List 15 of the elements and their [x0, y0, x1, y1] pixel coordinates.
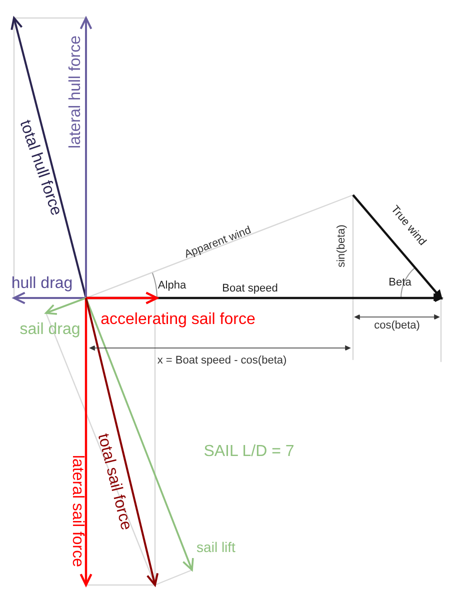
angle-label: Beta: [388, 278, 412, 288]
dimension-label: sin(beta): [336, 224, 348, 268]
ratio-label: SAIL L/D = 7: [204, 444, 294, 460]
force-label: lateral hull force: [68, 36, 84, 148]
dimension-label: cos(beta): [374, 320, 420, 332]
force-label: accelerating sail force: [100, 312, 256, 328]
force-label: total sail force: [94, 432, 134, 532]
force-label: sail lift: [196, 540, 236, 554]
force-label: sail drag: [20, 322, 80, 338]
force-label: hull drag: [11, 276, 73, 292]
vector-label: Boat speed: [222, 284, 278, 294]
force-label: lateral sail force: [69, 454, 85, 568]
angle-label: Alpha: [158, 280, 186, 292]
force-label: total hull force: [16, 118, 64, 218]
dimension-label: x = Boat speed - cos(beta): [157, 356, 287, 366]
